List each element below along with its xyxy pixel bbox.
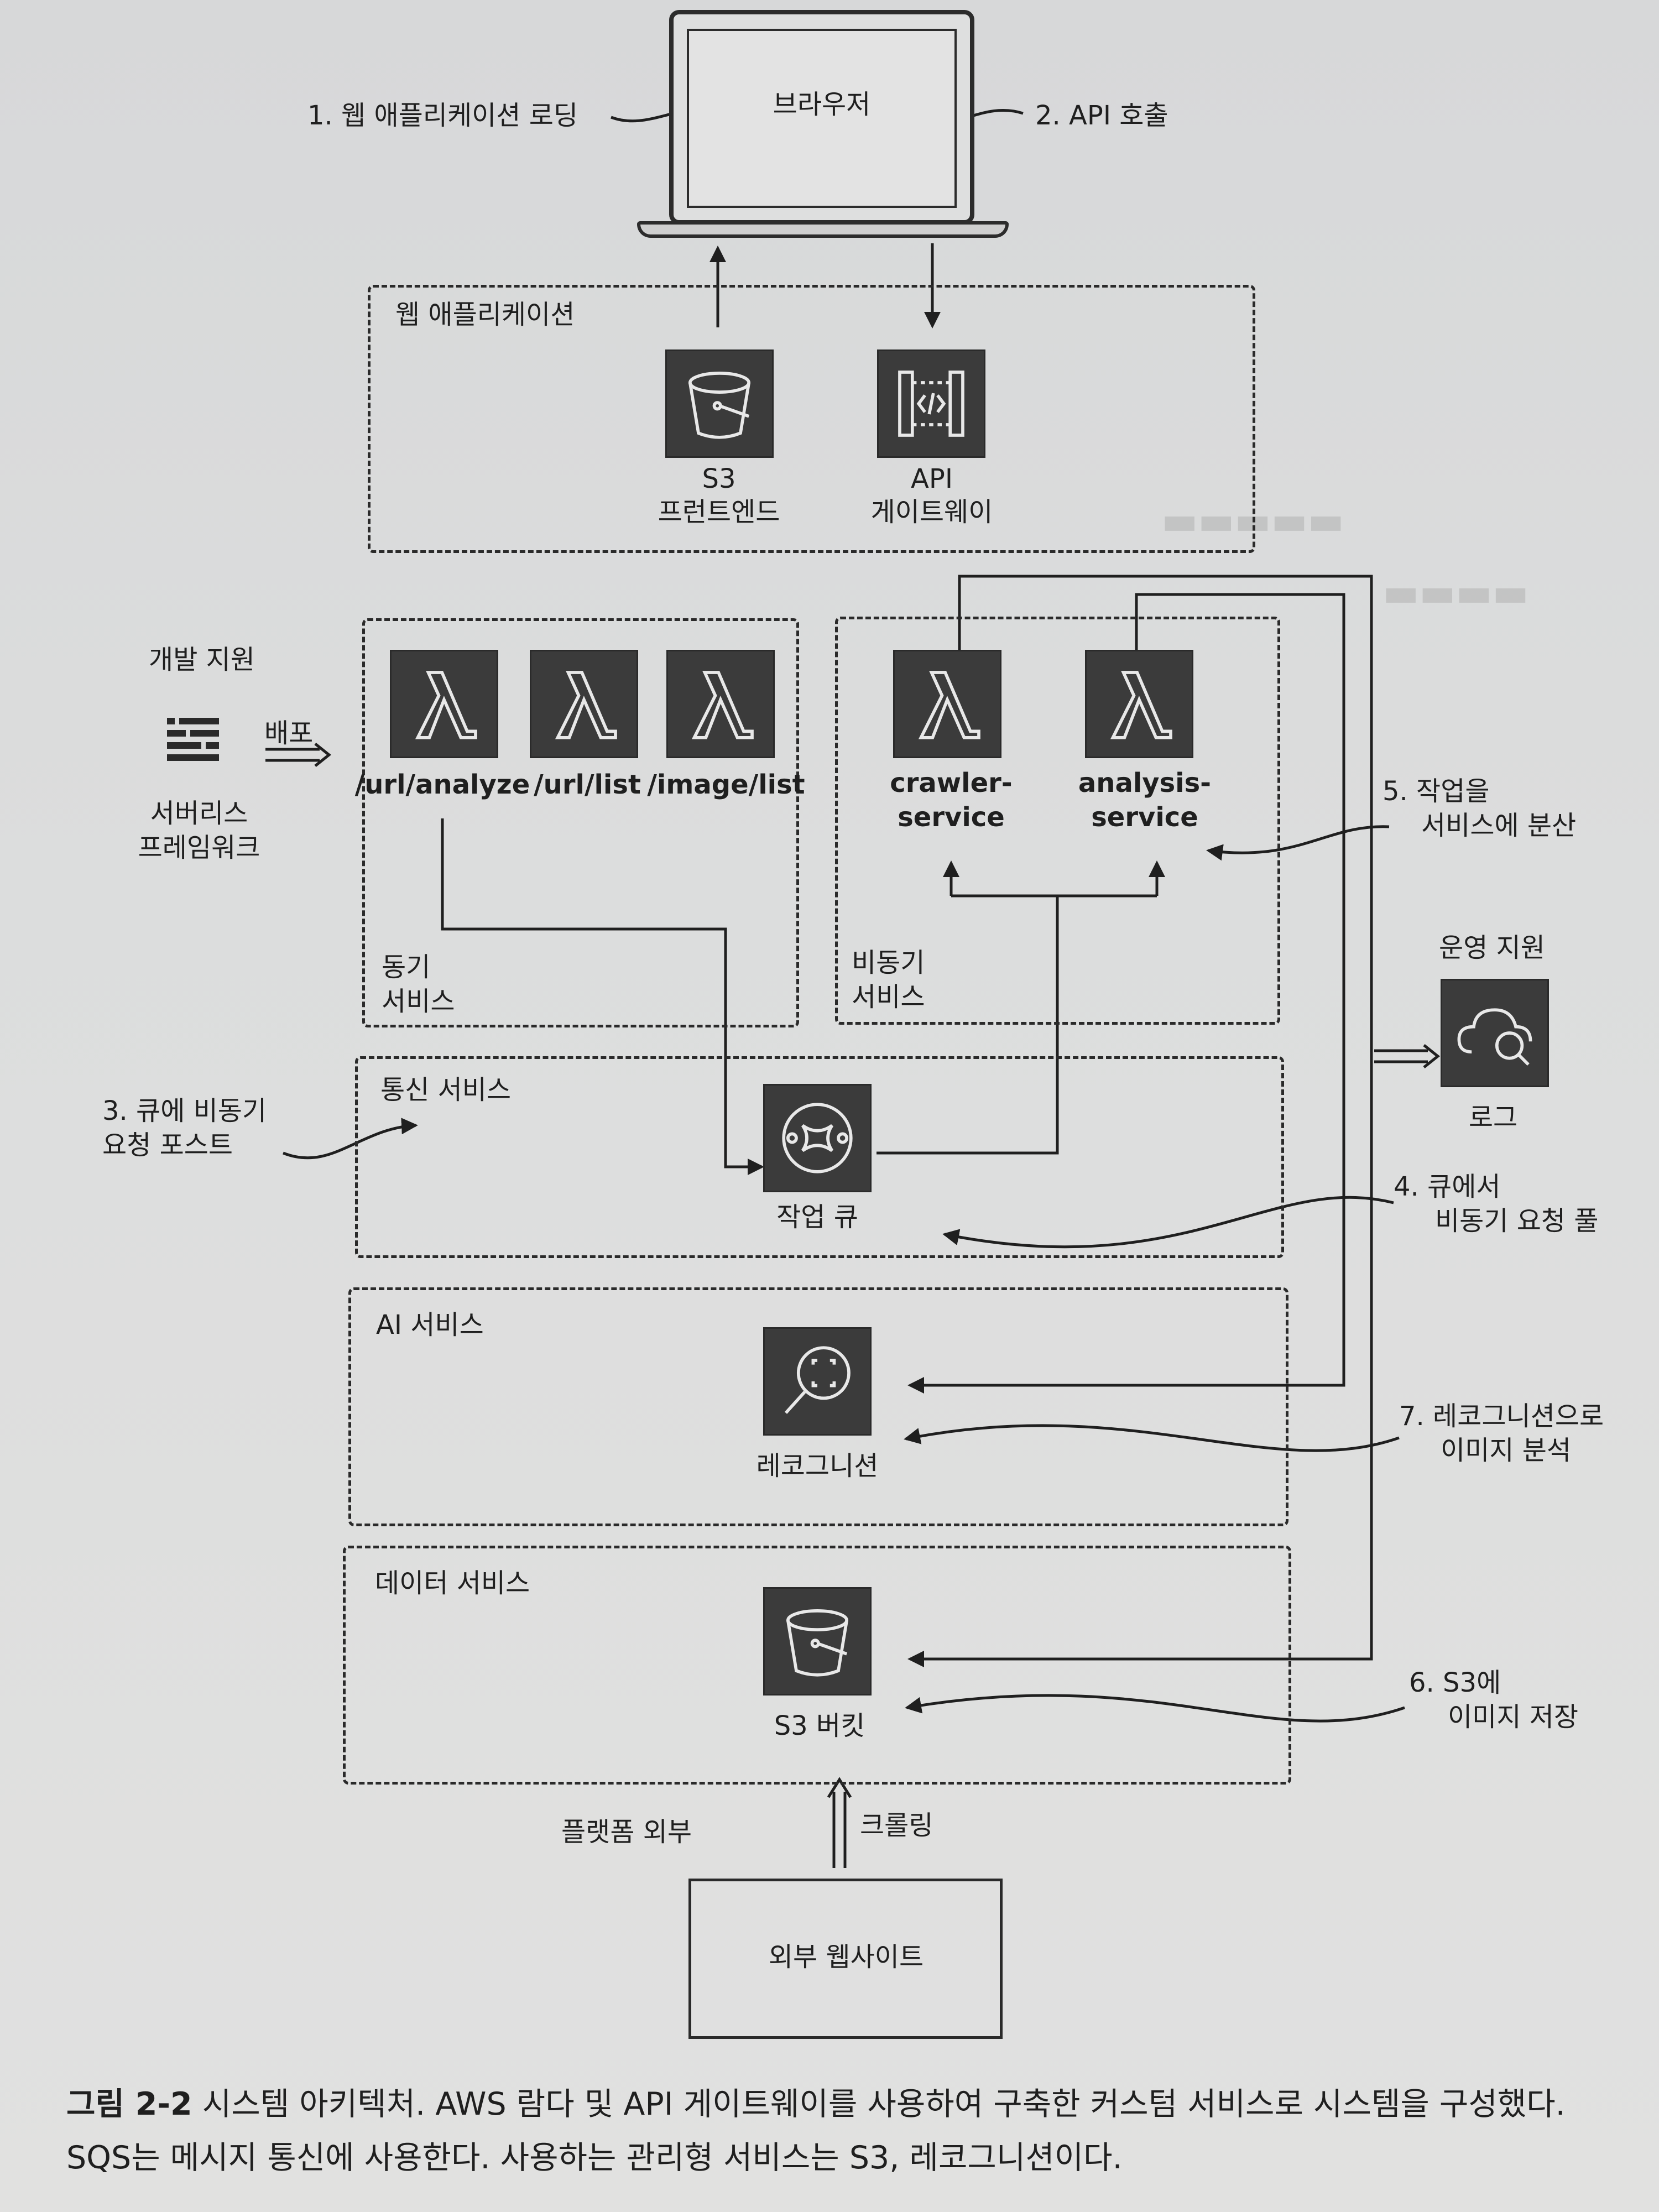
figure-number: 그림 2-2 — [66, 2086, 192, 2122]
rekognition-label: 레코그니션 — [756, 1451, 879, 1481]
lambda-icon — [1085, 650, 1193, 758]
group-ai-services — [348, 1287, 1288, 1526]
step6-annotation-2: 이미지 저장 — [1448, 1702, 1579, 1733]
external-website-box — [688, 1879, 1003, 2039]
step3-annotation-2: 요청 포스트 — [102, 1130, 233, 1161]
lambda-icon — [893, 650, 1001, 758]
analyze-to-queue-line — [441, 818, 764, 1175]
lambda-image-list-label: /image/list — [647, 769, 805, 800]
api-gateway-icon — [877, 349, 985, 458]
step6-arrow — [905, 1694, 1405, 1723]
step4-annotation-2: 비동기 요청 풀 — [1435, 1206, 1599, 1237]
ops-support-label: 운영 지원 — [1439, 932, 1545, 963]
laptop-screen-icon — [687, 29, 957, 208]
group-sync-title-2: 서비스 — [382, 986, 455, 1017]
bleed-through-decoration: ▬▬▬▬ — [1383, 570, 1529, 615]
framework-label-2: 프레임워크 — [138, 832, 260, 863]
group-async-title-2: 서비스 — [852, 982, 925, 1013]
lambda-icon — [390, 650, 498, 758]
step7-annotation-1: 7. 레코그니션으로 — [1399, 1401, 1604, 1432]
crawler-to-s3-line — [907, 575, 1373, 1667]
group-web-application — [368, 285, 1255, 553]
step5-arrow — [1206, 825, 1390, 861]
queue-to-async-line — [877, 896, 1059, 1155]
group-communication — [355, 1056, 1284, 1258]
s3-frontend-label-2: 프런트엔드 — [658, 497, 780, 528]
serverless-framework-icon — [167, 718, 222, 762]
group-sync-title-1: 동기 — [382, 952, 431, 983]
lambda-icon — [666, 650, 775, 758]
s3-bucket-icon — [665, 349, 774, 458]
figure-caption-line2: SQS는 메시지 통신에 사용한다. 사용하는 관리형 서비스는 S3, 레코그… — [66, 2140, 1123, 2176]
outside-platform-label: 플랫폼 외부 — [561, 1817, 692, 1848]
step3-arrow — [283, 1118, 418, 1160]
cloud-logs-icon — [1441, 979, 1549, 1087]
step7-arrow — [904, 1424, 1400, 1452]
browser-label: 브라우저 — [773, 89, 871, 120]
crawler-label-1: crawler- — [890, 768, 1013, 799]
analysis-label-2: service — [1091, 802, 1198, 833]
analysis-label-1: analysis- — [1078, 768, 1212, 799]
group-web-application-title: 웹 애플리케이션 — [395, 299, 575, 330]
dev-support-label: 개발 지원 — [149, 644, 255, 675]
external-website-label: 외부 웹사이트 — [768, 1942, 924, 1973]
lambda-icon — [530, 650, 638, 758]
queue-label: 작업 큐 — [776, 1202, 858, 1233]
step5-annotation-1: 5. 작업을 — [1383, 776, 1490, 807]
crawler-label-2: service — [898, 802, 1005, 833]
step4-annotation-1: 4. 큐에서 — [1394, 1171, 1501, 1202]
lambda-url-analyze-label: /url/analyze — [354, 769, 530, 800]
caption-text-1: 시스템 아키텍처. AWS 람다 및 API 게이트웨이를 사용하여 구축한 커… — [192, 2086, 1566, 2122]
group-sync-services — [362, 618, 799, 1027]
group-ai-title: AI 서비스 — [376, 1310, 484, 1340]
lambda-url-list-label: /url/list — [534, 769, 641, 800]
analysis-to-rekognition-line — [907, 593, 1345, 1394]
step7-annotation-2: 이미지 분석 — [1441, 1435, 1572, 1466]
s3-bucket-icon — [763, 1587, 872, 1695]
api-gateway-label-2: 게이트웨이 — [870, 497, 993, 528]
group-async-services — [835, 617, 1280, 1025]
logs-label: 로그 — [1468, 1102, 1518, 1133]
step4-arrow — [942, 1196, 1394, 1249]
framework-label-1: 서버리스 — [150, 798, 248, 829]
s3-frontend-label-1: S3 — [702, 463, 736, 494]
s3-bucket-label: S3 버킷 — [774, 1710, 865, 1741]
step2-annotation: 2. API 호출 — [1035, 100, 1168, 131]
step6-annotation-1: 6. S3에 — [1409, 1667, 1501, 1698]
step3-annotation-1: 3. 큐에 비동기 — [102, 1095, 267, 1126]
group-data-services — [343, 1546, 1291, 1785]
crawling-label: 크롤링 — [860, 1810, 933, 1841]
sqs-queue-icon — [763, 1084, 872, 1192]
deploy-label: 배포 — [264, 718, 314, 749]
laptop-base-icon — [637, 221, 1009, 238]
group-async-title-1: 비동기 — [852, 947, 925, 978]
group-data-title: 데이터 서비스 — [375, 1568, 530, 1599]
step5-annotation-2: 서비스에 분산 — [1421, 810, 1577, 841]
group-communication-title: 통신 서비스 — [380, 1074, 512, 1105]
rekognition-icon — [763, 1327, 872, 1436]
api-gateway-label-1: API — [911, 463, 953, 494]
step1-annotation: 1. 웹 애플리케이션 로딩 — [307, 100, 578, 131]
figure-caption-line1: 그림 2-2 시스템 아키텍처. AWS 람다 및 API 게이트웨이를 사용하… — [66, 2084, 1566, 2125]
